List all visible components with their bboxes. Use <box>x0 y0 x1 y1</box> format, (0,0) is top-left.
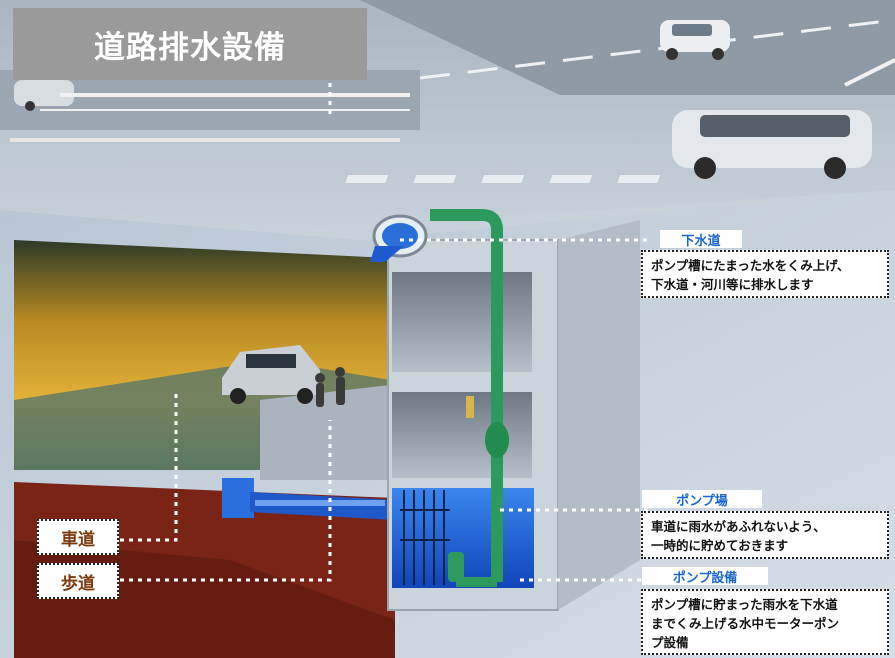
roadway-label: 車道 <box>37 519 119 555</box>
sidewalk-label: 歩道 <box>37 563 119 599</box>
page-title: 道路排水設備 <box>94 29 286 66</box>
car-icon <box>222 345 322 404</box>
sewer-pipe-opening <box>382 223 418 249</box>
pump-equipment-tag-label: ポンプ設備 <box>672 570 738 586</box>
road-lane <box>0 70 420 130</box>
title-banner: 道路排水設備 <box>13 8 367 80</box>
sewer-description: ポンプ槽にたまった水をくみ上げ、 下水道・河川等に排水します <box>641 250 889 298</box>
car-icon <box>14 80 74 111</box>
building-side <box>558 220 640 610</box>
pedestrian-icon <box>315 367 345 407</box>
pump-equipment-tag: ポンプ設備 <box>642 567 768 586</box>
guard-rail <box>844 58 895 87</box>
valve-handle <box>466 396 474 418</box>
crosswalk <box>345 175 661 183</box>
pump-station-description: 車道に雨水があふれないよう、 一時的に貯めておきます <box>641 511 889 559</box>
sewer-tag-label: 下水道 <box>681 233 721 249</box>
drain-inlet <box>222 478 254 518</box>
drain-channel-wall <box>255 500 385 506</box>
middle-room <box>392 392 532 478</box>
road-lane <box>360 0 895 95</box>
pump-station-tag: ポンプ場 <box>642 490 762 509</box>
pump-equipment-description: ポンプ槽に貯まった雨水を下水道 までくみ上げる水中モーターポン プ設備 <box>641 589 889 655</box>
sewer-tag: 下水道 <box>660 230 742 249</box>
screen-grate <box>400 490 450 585</box>
minivan-icon <box>672 110 872 179</box>
pump-station-tag-label: ポンプ場 <box>676 493 728 509</box>
sewer-water <box>370 246 404 262</box>
pipe-valve <box>485 422 509 458</box>
lane-marking <box>419 18 895 80</box>
submersible-pump <box>448 552 464 582</box>
leader-lines <box>120 65 650 582</box>
discharge-pipe <box>430 209 503 582</box>
underpass-wall <box>260 385 390 480</box>
car-icon <box>660 20 730 60</box>
upper-room <box>392 272 532 372</box>
